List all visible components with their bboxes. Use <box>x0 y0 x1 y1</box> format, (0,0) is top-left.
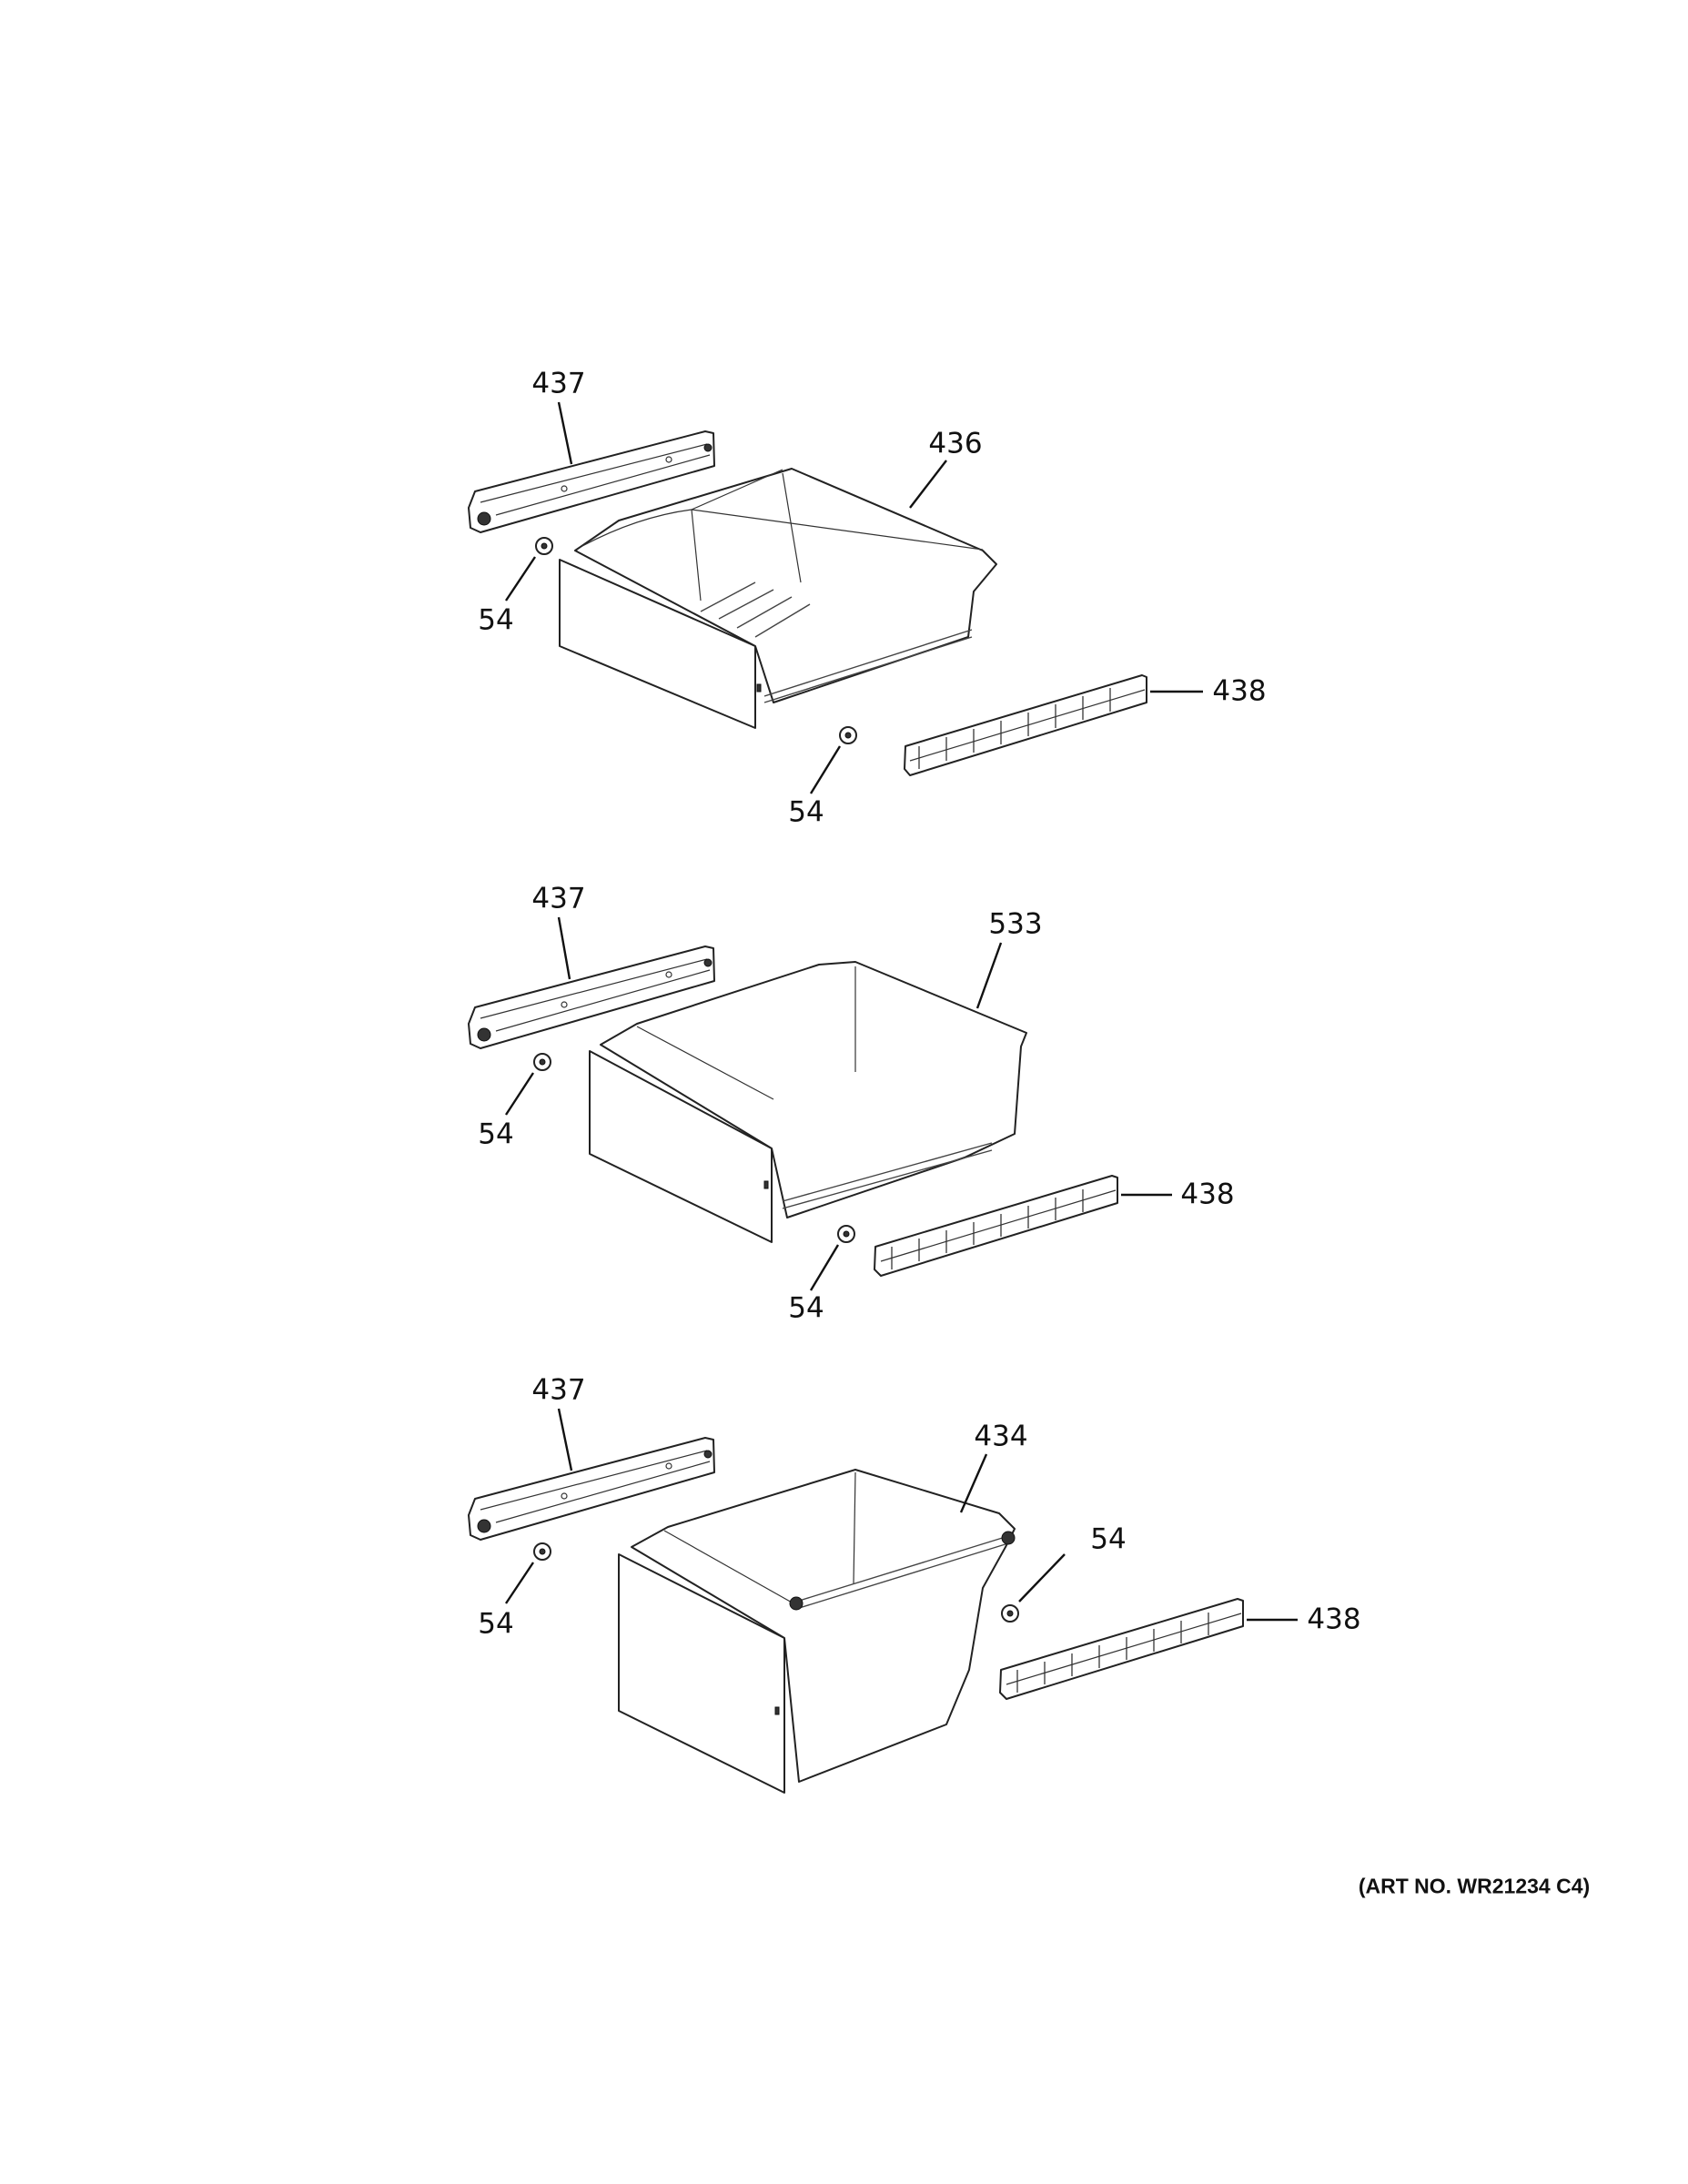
leader-533 <box>975 942 1003 1009</box>
callout-434[interactable]: 434 <box>974 1420 1028 1453</box>
roller-54[interactable] <box>837 1225 855 1243</box>
callout-54[interactable]: 54 <box>788 1291 824 1325</box>
leader-54 <box>809 745 842 794</box>
left-slide-rail-437[interactable] <box>468 1437 715 1541</box>
leader-54 <box>505 556 536 602</box>
callout-438[interactable]: 438 <box>1307 1603 1361 1636</box>
callout-54[interactable]: 54 <box>478 1117 514 1151</box>
left-slide-rail-437[interactable] <box>468 945 715 1049</box>
callout-54[interactable]: 54 <box>788 795 824 829</box>
callout-437[interactable]: 437 <box>531 367 586 400</box>
roller-54[interactable] <box>533 1053 551 1071</box>
roller-54[interactable] <box>535 537 553 555</box>
callout-436[interactable]: 436 <box>928 427 983 460</box>
callout-54[interactable]: 54 <box>478 603 514 637</box>
leader-437 <box>557 916 571 980</box>
right-slide-rail-438[interactable] <box>999 1598 1244 1700</box>
roller-54[interactable] <box>1001 1604 1019 1623</box>
leader-434 <box>959 1453 988 1513</box>
callout-54[interactable]: 54 <box>478 1607 514 1641</box>
callout-438[interactable]: 438 <box>1180 1178 1235 1211</box>
leader-54 <box>1018 1553 1066 1603</box>
callout-533[interactable]: 533 <box>988 907 1043 941</box>
right-slide-rail-438[interactable] <box>904 674 1147 776</box>
leader-54 <box>504 1072 535 1116</box>
callout-438[interactable]: 438 <box>1212 674 1267 708</box>
drawer-pan-533[interactable] <box>589 961 1027 1243</box>
leader-436 <box>909 460 947 509</box>
left-slide-rail-437[interactable] <box>468 430 715 533</box>
drawer-pan-436[interactable] <box>559 468 997 729</box>
art-number: (ART NO. WR21234 C4) <box>1358 1874 1591 1898</box>
drawer-pan-434[interactable] <box>618 1469 1016 1794</box>
callout-437[interactable]: 437 <box>531 1373 586 1407</box>
bottom-drawer-assembly <box>468 1408 1298 1794</box>
leader-437 <box>557 401 573 465</box>
right-slide-rail-438[interactable] <box>874 1175 1118 1277</box>
callout-54[interactable]: 54 <box>1090 1522 1127 1556</box>
roller-54[interactable] <box>839 726 857 744</box>
roller-54[interactable] <box>533 1542 551 1561</box>
leader-437 <box>557 1408 573 1471</box>
callout-437[interactable]: 437 <box>531 882 586 915</box>
middle-drawer-assembly <box>468 916 1172 1291</box>
leader-54 <box>809 1244 840 1291</box>
leader-54 <box>505 1562 534 1604</box>
top-drawer-assembly <box>468 401 1203 794</box>
